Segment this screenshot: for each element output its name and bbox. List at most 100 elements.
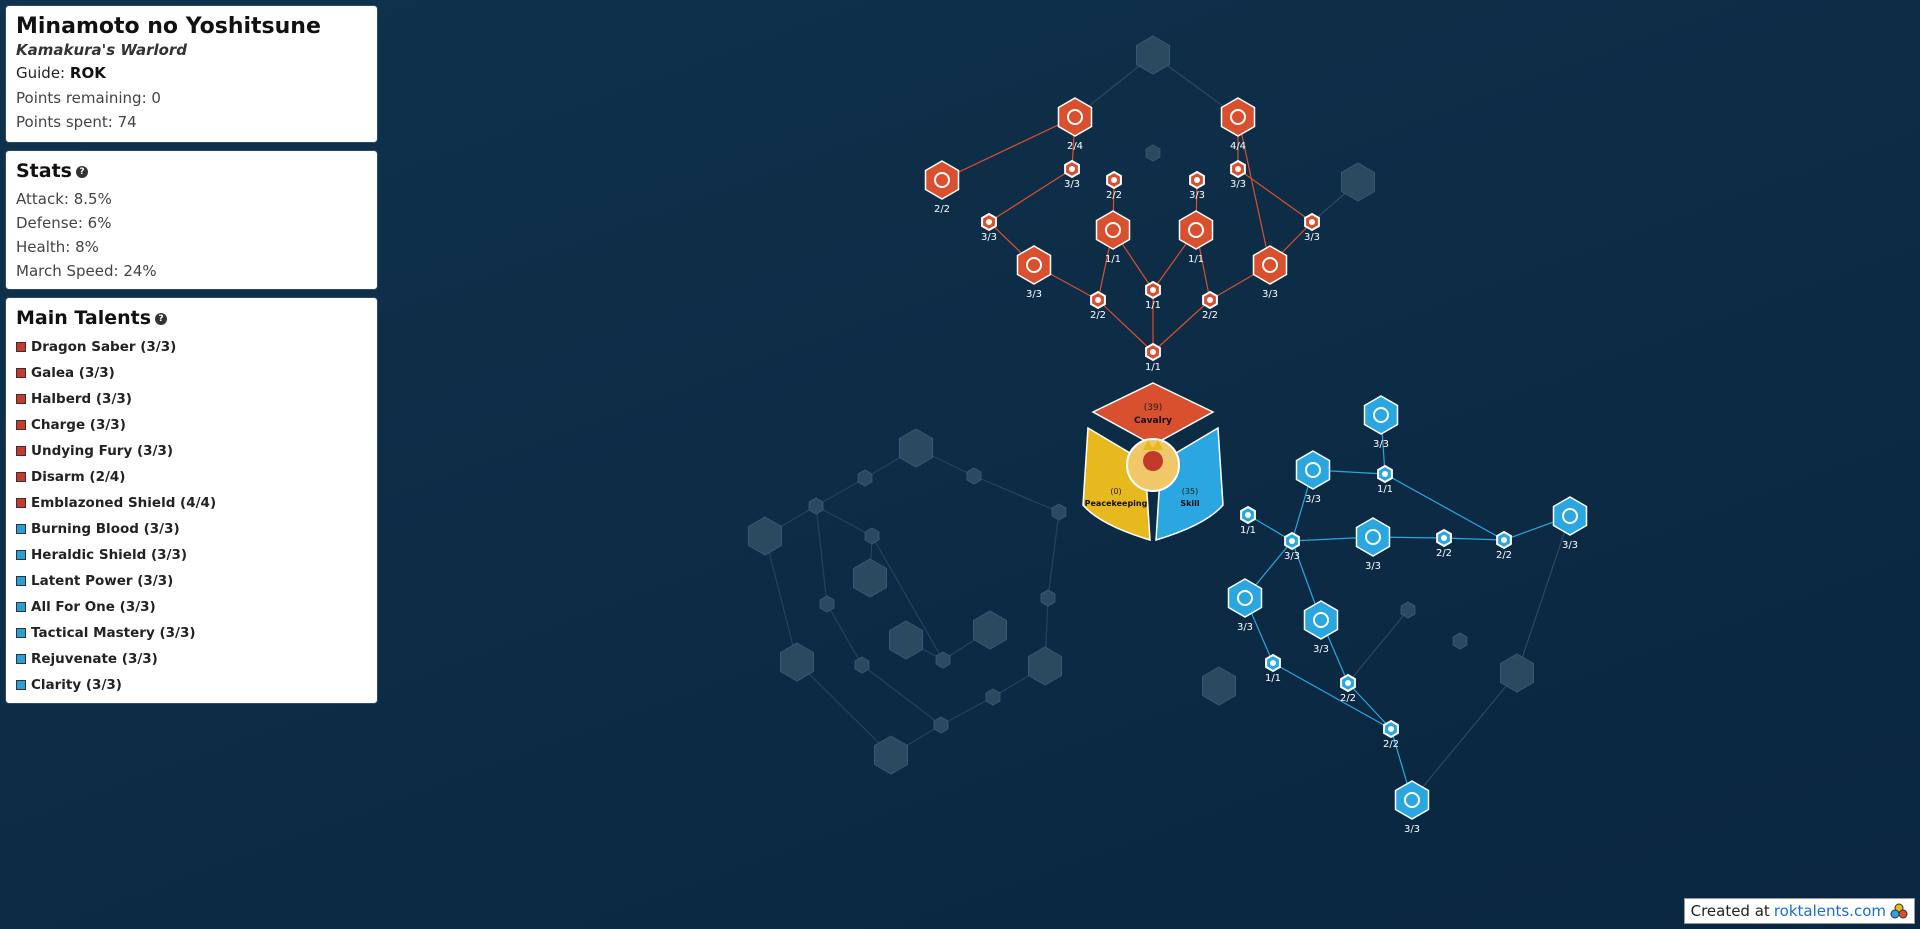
- cavalry-talent-node[interactable]: 1/1: [1145, 280, 1161, 311]
- cavalry-talent-node[interactable]: 3/3: [1252, 245, 1288, 300]
- skill-talent-node[interactable]: 1/1: [1265, 653, 1281, 684]
- skill-talent-node[interactable]: 2/2: [1340, 673, 1356, 704]
- talent-node-label: 2/2: [1496, 550, 1512, 561]
- skill-talent-node[interactable]: 3/3: [1363, 395, 1399, 450]
- inactive-talent-node[interactable]: [1341, 162, 1375, 202]
- cavalry-talent-node[interactable]: 1/1: [1178, 210, 1214, 265]
- inactive-talent-node[interactable]: [935, 651, 951, 669]
- inactive-talent-node[interactable]: [819, 595, 835, 613]
- cavalry-talent-node[interactable]: 2/2: [924, 160, 960, 215]
- inactive-talent-node[interactable]: [933, 716, 949, 734]
- skill-talent-node[interactable]: 3/3: [1394, 780, 1430, 835]
- inactive-talent-node[interactable]: [973, 610, 1007, 650]
- skill-talent-node[interactable]: 2/2: [1436, 528, 1452, 559]
- talent-icon: [1388, 726, 1394, 732]
- talent-list-item: Disarm (2/4): [16, 464, 367, 490]
- inactive-node-hex: [819, 595, 835, 613]
- inactive-talent-node[interactable]: [1040, 589, 1056, 607]
- talent-list-label: Heraldic Shield (3/3): [31, 547, 188, 563]
- inactive-talent-node[interactable]: [748, 516, 782, 556]
- inactive-talent-node[interactable]: [1028, 646, 1062, 686]
- skill-talent-node[interactable]: 3/3: [1295, 450, 1331, 505]
- cavalry-talent-node[interactable]: 3/3: [1064, 159, 1080, 190]
- main-talents-list: Dragon Saber (3/3)Galea (3/3)Halberd (3/…: [16, 334, 367, 698]
- skill-talent-node[interactable]: 3/3: [1284, 531, 1300, 562]
- inactive-talent-node[interactable]: [1400, 601, 1416, 619]
- inactive-node-hex: [935, 651, 951, 669]
- talent-icon: [1207, 297, 1213, 303]
- talent-node-hex: [1227, 578, 1263, 618]
- cavalry-talent-node[interactable]: 2/2: [1090, 290, 1106, 321]
- talent-list-item: Dragon Saber (3/3): [16, 334, 367, 360]
- inactive-node-hex: [973, 610, 1007, 650]
- talent-node-label: 2/2: [1340, 693, 1356, 704]
- talent-node-label: 1/1: [1377, 484, 1393, 495]
- stats-heading-text: Stats: [16, 160, 72, 182]
- cavalry-talent-node[interactable]: 2/2: [1202, 290, 1218, 321]
- cavalry-talent-node[interactable]: 1/1: [1145, 342, 1161, 373]
- skill-talent-node[interactable]: 3/3: [1355, 517, 1391, 572]
- inactive-talent-node[interactable]: [780, 642, 814, 682]
- inactive-connection: [815, 505, 873, 537]
- inactive-talent-node[interactable]: [1452, 632, 1468, 650]
- help-icon[interactable]: ?: [75, 165, 88, 178]
- inactive-talent-node[interactable]: [853, 558, 887, 598]
- inactive-talent-node[interactable]: [899, 428, 933, 468]
- talent-icon: [1194, 177, 1200, 183]
- talent-list-item: All For One (3/3): [16, 594, 367, 620]
- talent-icon: [934, 172, 950, 188]
- inactive-connection: [940, 696, 994, 726]
- skill-talent-node[interactable]: 3/3: [1303, 600, 1339, 655]
- inactive-talent-node[interactable]: [1051, 503, 1067, 521]
- cavalry-talent-node[interactable]: 3/3: [1189, 170, 1205, 201]
- cavalry-talent-node[interactable]: 2/2: [1106, 170, 1122, 201]
- footer-link[interactable]: roktalents.com: [1773, 902, 1886, 920]
- inactive-talent-node[interactable]: [889, 620, 923, 660]
- cavalry-talent-node[interactable]: 2/4: [1057, 97, 1093, 152]
- talent-node-hex: [1552, 496, 1588, 536]
- inactive-talent-node[interactable]: [966, 467, 982, 485]
- talent-node-hex: [1355, 517, 1391, 557]
- help-icon[interactable]: ?: [155, 312, 168, 325]
- stat-march-speed: March Speed: 24%: [16, 262, 157, 280]
- inactive-talent-node[interactable]: [1136, 35, 1170, 75]
- cavalry-talent-node[interactable]: 3/3: [981, 212, 997, 243]
- talent-node-label: 3/3: [1373, 439, 1389, 450]
- talent-icon: [1262, 257, 1278, 273]
- talent-node-label: 2/2: [934, 204, 950, 215]
- talent-node-label: 3/3: [1305, 494, 1321, 505]
- talent-node-label: 1/1: [1188, 254, 1204, 265]
- inactive-talent-node[interactable]: [857, 469, 873, 487]
- cavalry-talent-node[interactable]: 4/4: [1220, 97, 1256, 152]
- skill-talent-node[interactable]: 1/1: [1377, 464, 1393, 495]
- skill-talent-node[interactable]: 3/3: [1552, 496, 1588, 551]
- skill-talent-node[interactable]: 2/2: [1383, 719, 1399, 750]
- cavalry-talent-node[interactable]: 1/1: [1095, 210, 1131, 265]
- inactive-node-hex: [1040, 589, 1056, 607]
- inactive-node-hex: [1452, 632, 1468, 650]
- tree-connection: [1152, 299, 1211, 353]
- cavalry-talent-node[interactable]: 3/3: [1304, 212, 1320, 243]
- inactive-talent-node[interactable]: [1500, 653, 1534, 693]
- talent-node-hex: [1178, 210, 1214, 250]
- inactive-talent-node[interactable]: [864, 527, 880, 545]
- tree-connection: [1347, 682, 1392, 730]
- cavalry-section[interactable]: [1091, 382, 1215, 446]
- talent-icon: [1365, 529, 1381, 545]
- guide-logo[interactable]: ROK: [69, 64, 106, 82]
- inactive-talent-node[interactable]: [1145, 144, 1161, 162]
- skill-talent-node[interactable]: 1/1: [1240, 505, 1256, 536]
- inactive-talent-node[interactable]: [854, 656, 870, 674]
- inactive-talent-node[interactable]: [985, 688, 1001, 706]
- tree-connection: [1443, 537, 1505, 541]
- talent-list-label: Halberd (3/3): [31, 391, 132, 407]
- skill-talent-node[interactable]: 3/3: [1227, 578, 1263, 633]
- inactive-talent-node[interactable]: [808, 497, 824, 515]
- talent-node-hex: [924, 160, 960, 200]
- inactive-talent-node[interactable]: [874, 735, 908, 775]
- cavalry-talent-node[interactable]: 3/3: [1016, 245, 1052, 300]
- skill-talent-node[interactable]: 2/2: [1496, 530, 1512, 561]
- cavalry-talent-node[interactable]: 3/3: [1230, 159, 1246, 190]
- inactive-talent-node[interactable]: [1202, 666, 1236, 706]
- inactive-node-hex: [808, 497, 824, 515]
